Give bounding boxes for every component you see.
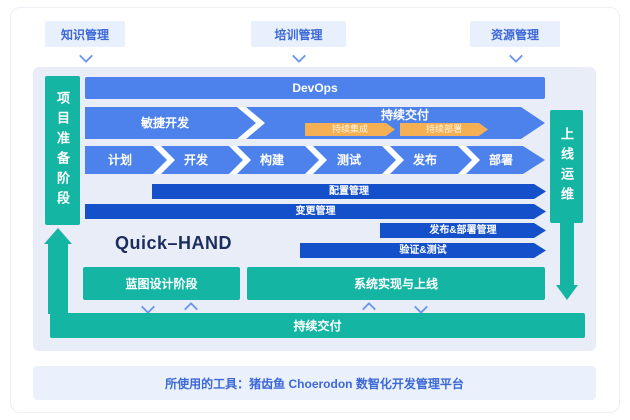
step-test: 测试 bbox=[336, 153, 361, 167]
top-node-resource-management: 资源管理 bbox=[470, 21, 560, 47]
white-chevron-separator bbox=[458, 146, 480, 174]
top-node-knowledge-management: 知识管理 bbox=[45, 21, 125, 47]
release-deploy-management-arrow: 发布&部署管理 bbox=[380, 223, 546, 238]
white-chevron-separator bbox=[153, 146, 175, 174]
step-release: 发布 bbox=[412, 153, 437, 167]
white-chevron-separator bbox=[237, 107, 265, 139]
devops-bar: DevOps bbox=[85, 77, 545, 99]
cycle-up-arrow-body bbox=[48, 244, 68, 314]
pipeline-arrow-shape bbox=[85, 146, 545, 174]
system-implementation-box: 系统实现与上线 bbox=[247, 267, 545, 300]
verify-test-arrow: 验证&测试 bbox=[300, 243, 546, 258]
brand-label: Quick–HAND bbox=[115, 233, 233, 253]
agile-delivery-arrow-row: 敏捷开发 持续交付 持续集成 持续部署 bbox=[85, 107, 545, 139]
bottom-continuous-delivery-bar: 持续交付 bbox=[50, 313, 585, 338]
step-develop: 开发 bbox=[183, 153, 208, 167]
phase-online-operations: 上线运维 bbox=[550, 110, 583, 223]
config-management-arrow: 配置管理 bbox=[152, 184, 546, 199]
white-chevron-separator bbox=[229, 146, 251, 174]
step-plan: 计划 bbox=[107, 153, 132, 167]
cycle-up-arrow-tip bbox=[44, 228, 72, 244]
continuous-delivery-label: 持续交付 bbox=[380, 108, 429, 122]
ops-down-arrow-tip bbox=[556, 285, 578, 300]
phase-project-preparation-label: 项目准备阶段 bbox=[55, 90, 70, 211]
top-node-training-management: 培训管理 bbox=[251, 21, 346, 47]
change-management-arrow: 变更管理 bbox=[85, 204, 546, 219]
white-chevron-separator bbox=[305, 146, 327, 174]
continuous-deployment-arrow: 持续部署 bbox=[400, 123, 488, 136]
blueprint-design-phase-box: 蓝图设计阶段 bbox=[83, 267, 240, 300]
tools-footer-bar: 所使用的工具：猪齿鱼 Choerodon 数智化开发管理平台 bbox=[33, 366, 596, 400]
step-build: 构建 bbox=[259, 153, 284, 167]
phase-online-operations-label: 上线运维 bbox=[559, 126, 574, 207]
step-deploy: 部署 bbox=[488, 153, 513, 167]
phase-project-preparation: 项目准备阶段 bbox=[45, 76, 80, 225]
agile-development-label: 敏捷开发 bbox=[140, 116, 189, 130]
ops-down-arrow-body bbox=[560, 222, 574, 286]
white-chevron-separator bbox=[382, 146, 404, 174]
pipeline-steps-row: 计划 开发 构建 测试 发布 部署 bbox=[85, 146, 545, 174]
blue-arrow-shape bbox=[85, 146, 545, 174]
continuous-integration-arrow: 持续集成 bbox=[305, 123, 395, 136]
